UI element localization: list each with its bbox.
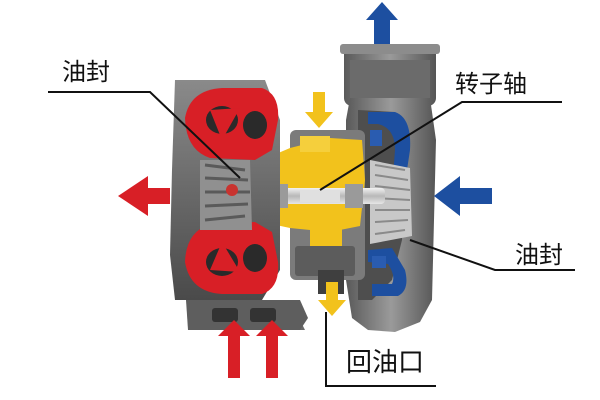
label-oil-seal-right: 油封 (515, 241, 563, 269)
leader-oil-seal-right (409, 239, 575, 271)
label-rotor-shaft: 转子轴 (455, 70, 527, 98)
bearing-housing (262, 130, 365, 294)
compressor-outlet-pipe (340, 44, 440, 106)
turbine-red-volute (185, 88, 279, 294)
oil-in-arrow (305, 92, 333, 128)
compressor-wheel (370, 160, 412, 244)
compressed-air-out-arrow (366, 2, 398, 44)
fresh-air-in-arrow (434, 176, 492, 216)
leader-lines (48, 91, 575, 387)
leader-oil-return (325, 312, 436, 387)
turbine-wheel (200, 160, 252, 230)
exhaust-in-arrow-right (256, 320, 288, 378)
label-oil-seal-left: 油封 (62, 58, 110, 86)
leader-oil-seal-left (48, 91, 241, 179)
oil-out-arrow (318, 282, 346, 316)
exhaust-out-arrow (118, 176, 170, 216)
leader-rotor-shaft (319, 101, 562, 191)
exhaust-in-arrow-left (218, 320, 250, 378)
turbine-flange (186, 300, 308, 330)
label-oil-return: 回油口 (346, 348, 425, 378)
